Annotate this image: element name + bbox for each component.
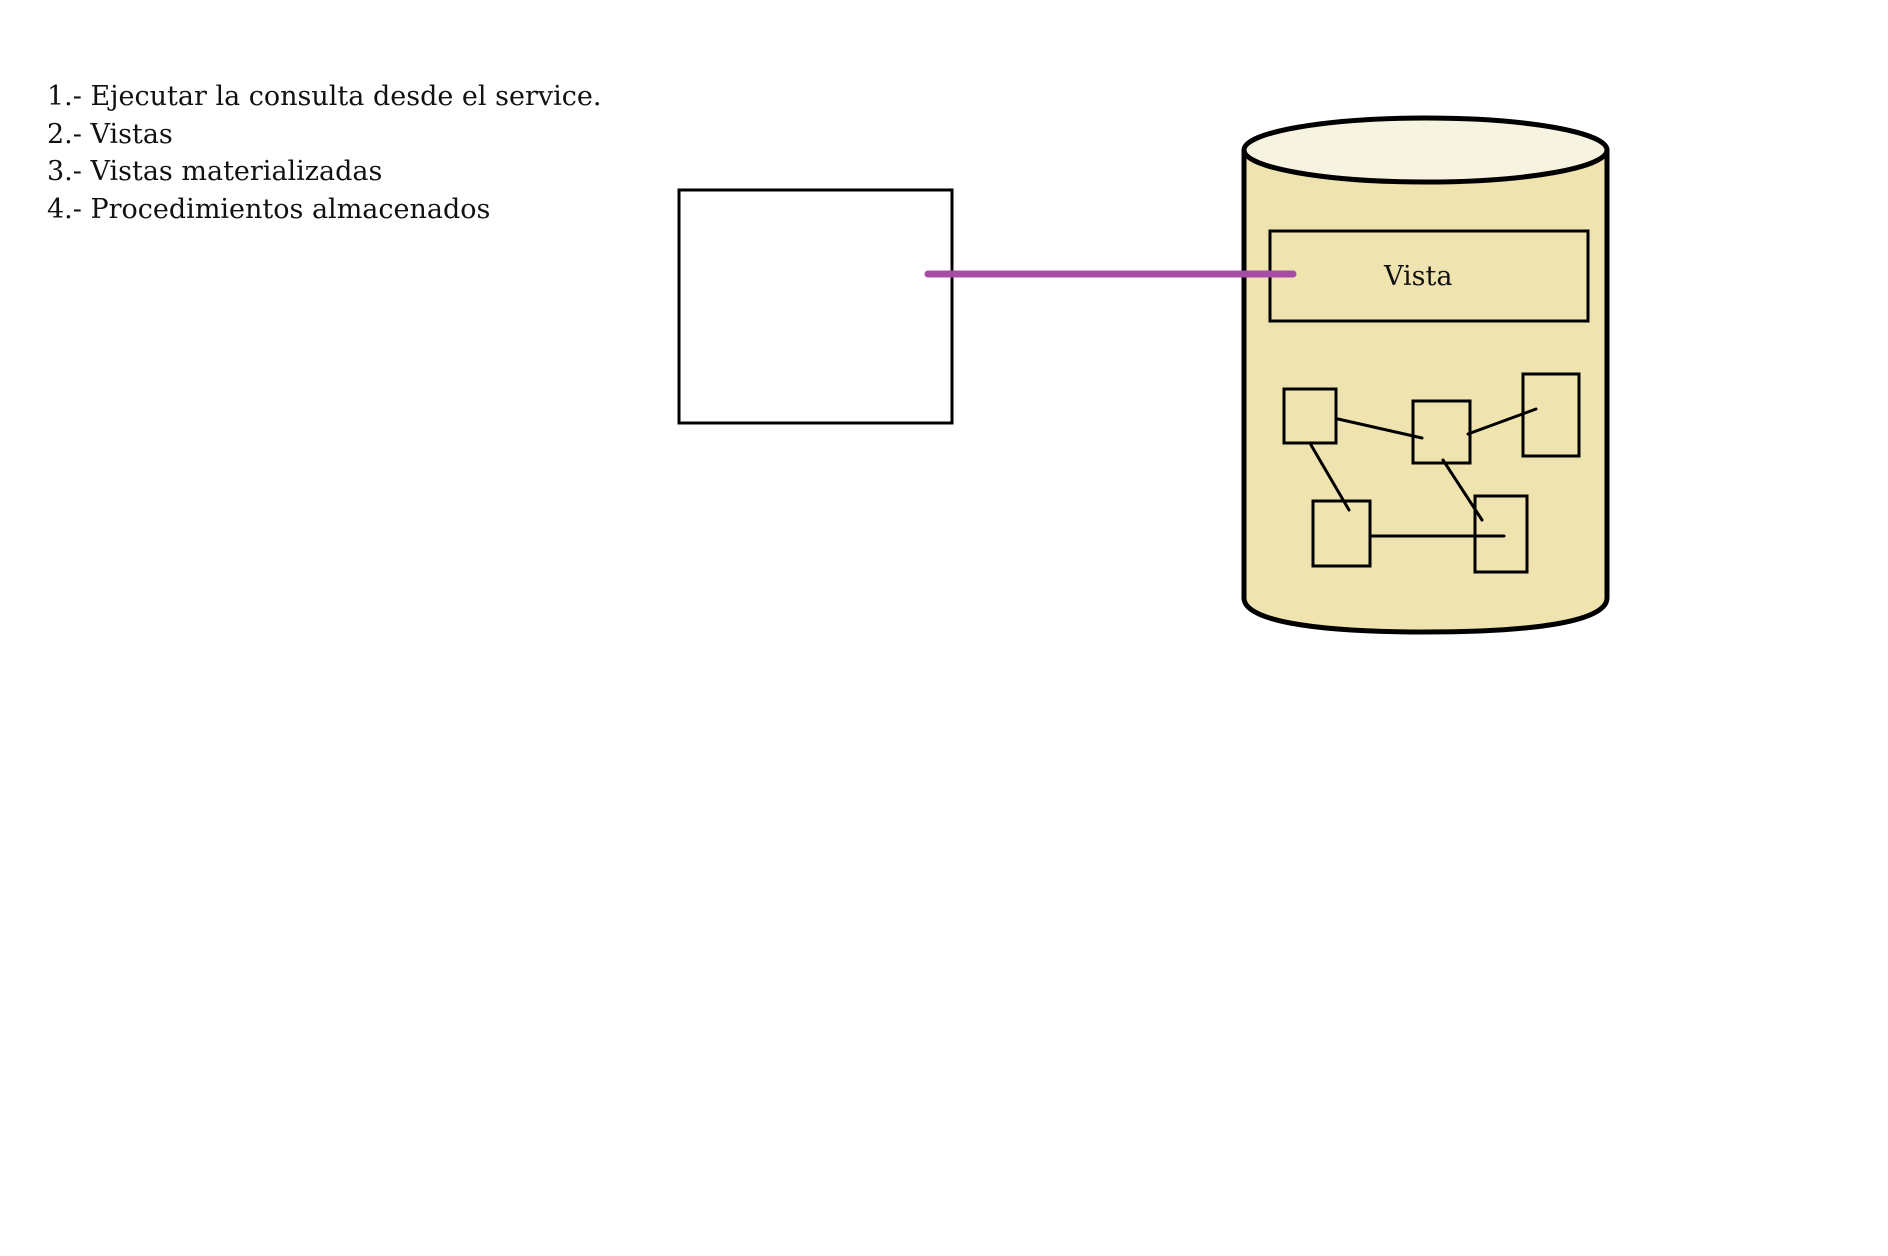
table-box — [1473, 494, 1529, 574]
cylinder-body — [1241, 147, 1610, 635]
database-cylinder — [1241, 115, 1610, 635]
service-box — [677, 188, 954, 425]
relation-line — [1466, 407, 1538, 436]
view-label: Vista — [1383, 261, 1452, 292]
relation-line — [1309, 443, 1351, 512]
note-item-3: 3.- Vistas materializadas — [47, 156, 383, 187]
relation-line — [1441, 458, 1484, 522]
table-box — [1282, 387, 1338, 445]
note-item-1: 1.- Ejecutar la consulta desde el servic… — [47, 81, 602, 112]
notes-list: 1.- Ejecutar la consulta desde el servic… — [47, 78, 601, 228]
note-item-4: 4.- Procedimientos almacenados — [47, 193, 491, 225]
relation-line — [1336, 417, 1424, 440]
relationship-lines — [1309, 407, 1538, 538]
note-item-2: 2.- Vistas — [47, 118, 173, 150]
table-box — [1311, 499, 1372, 568]
cylinder-top — [1241, 115, 1610, 185]
